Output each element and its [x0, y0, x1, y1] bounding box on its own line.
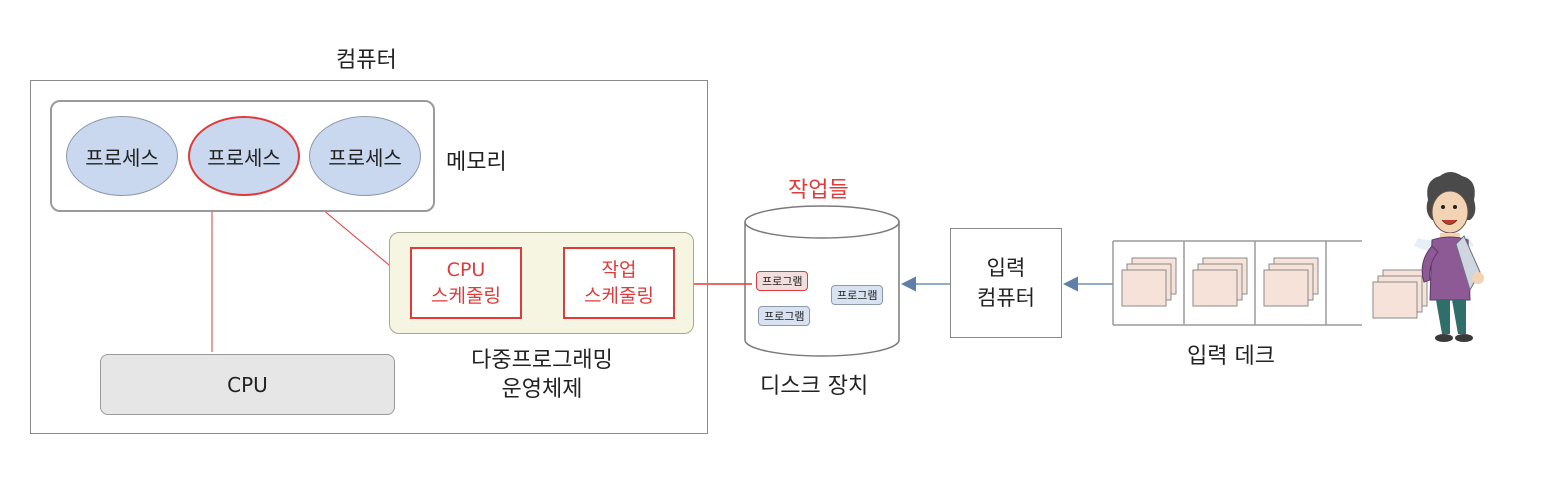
cpu-box: CPU — [100, 354, 395, 415]
cpu-scheduling-box: CPU 스케줄링 — [410, 247, 522, 319]
disk-program-3: 프로그램 — [758, 306, 811, 326]
disk-caption: 디스크 장치 — [760, 374, 869, 399]
job-scheduling-line-1: 작업 — [601, 259, 637, 281]
input-computer-line-2: 컴퓨터 — [977, 286, 1035, 310]
input-computer-line-1: 입력 — [986, 256, 1026, 280]
card-stack-held — [1372, 269, 1428, 319]
cpu-scheduling-line-1: CPU — [446, 259, 486, 281]
disk-program-1: 프로그램 — [756, 271, 809, 291]
input-deck-tray — [1112, 240, 1362, 326]
card-stack-3 — [1263, 257, 1319, 307]
computer-frame — [30, 80, 708, 434]
input-computer-box: 입력 컴퓨터 — [950, 228, 1062, 338]
memory-label: 메모리 — [446, 150, 507, 175]
operator-person-icon — [1414, 172, 1484, 342]
disk-program-2: 프로그램 — [831, 285, 884, 305]
card-stack-2 — [1192, 257, 1248, 307]
computer-title: 컴퓨터 — [336, 48, 397, 73]
cpu-scheduling-line-2: 스케줄링 — [431, 285, 501, 307]
input-deck-caption: 입력 데크 — [1187, 344, 1275, 369]
process-1: 프로세스 — [66, 116, 178, 196]
job-scheduling-box: 작업 스케줄링 — [563, 247, 675, 319]
os-caption-line-2: 운영체제 — [501, 377, 583, 402]
os-caption-line-1: 다중프로그래밍 — [471, 348, 613, 373]
jobs-label: 작업들 — [788, 178, 849, 203]
job-scheduling-line-2: 스케줄링 — [584, 285, 654, 307]
process-2-running: 프로세스 — [188, 116, 300, 196]
card-stack-1 — [1121, 257, 1177, 307]
os-caption: 다중프로그래밍 운영체제 — [452, 346, 632, 404]
process-3: 프로세스 — [309, 116, 421, 196]
